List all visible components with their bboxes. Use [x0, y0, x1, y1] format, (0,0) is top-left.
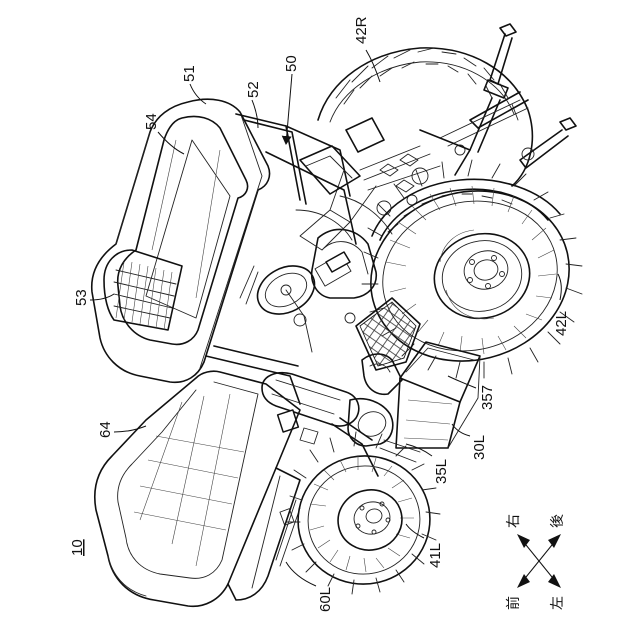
leader-42L [558, 274, 561, 300]
label-53: 53 [73, 289, 90, 306]
label-35L: 35L [433, 459, 450, 484]
direction-front: 前 [505, 596, 522, 610]
label-60L: 60L [317, 587, 334, 612]
label-41L: 41L [427, 543, 444, 568]
figure-title-10: 10 [69, 539, 86, 556]
label-64: 64 [97, 421, 114, 438]
arrow-front [517, 574, 530, 588]
arrow-left [548, 574, 561, 588]
label-42L: 42L [553, 311, 570, 336]
arrow-right [517, 534, 530, 548]
leader-lines [90, 50, 561, 586]
direction-rear: 後 [550, 514, 566, 528]
canopy-hood [92, 99, 356, 404]
three-point-hitch [420, 24, 576, 175]
front-left-wheel [286, 432, 442, 596]
label-54: 54 [143, 113, 160, 130]
direction-left: 左 [550, 596, 566, 610]
label-42R: 42R [353, 16, 370, 44]
leader-64 [114, 426, 146, 432]
arrow-50 [286, 74, 292, 144]
label-30L: 30L [471, 435, 488, 460]
label-52: 52 [245, 81, 262, 98]
leader-35L [406, 444, 432, 456]
leader-60L [286, 562, 316, 586]
step-footwell [356, 298, 420, 370]
direction-indicator: 前 左 右 後 [505, 514, 566, 610]
leader-357 [448, 376, 476, 388]
front-bonnet [95, 371, 300, 606]
arrow-rear [548, 534, 561, 548]
label-51: 51 [181, 65, 198, 82]
label-357: 357 [479, 385, 496, 410]
leader-41L [406, 524, 424, 538]
direction-right: 右 [506, 514, 522, 528]
label-50: 50 [283, 55, 300, 72]
